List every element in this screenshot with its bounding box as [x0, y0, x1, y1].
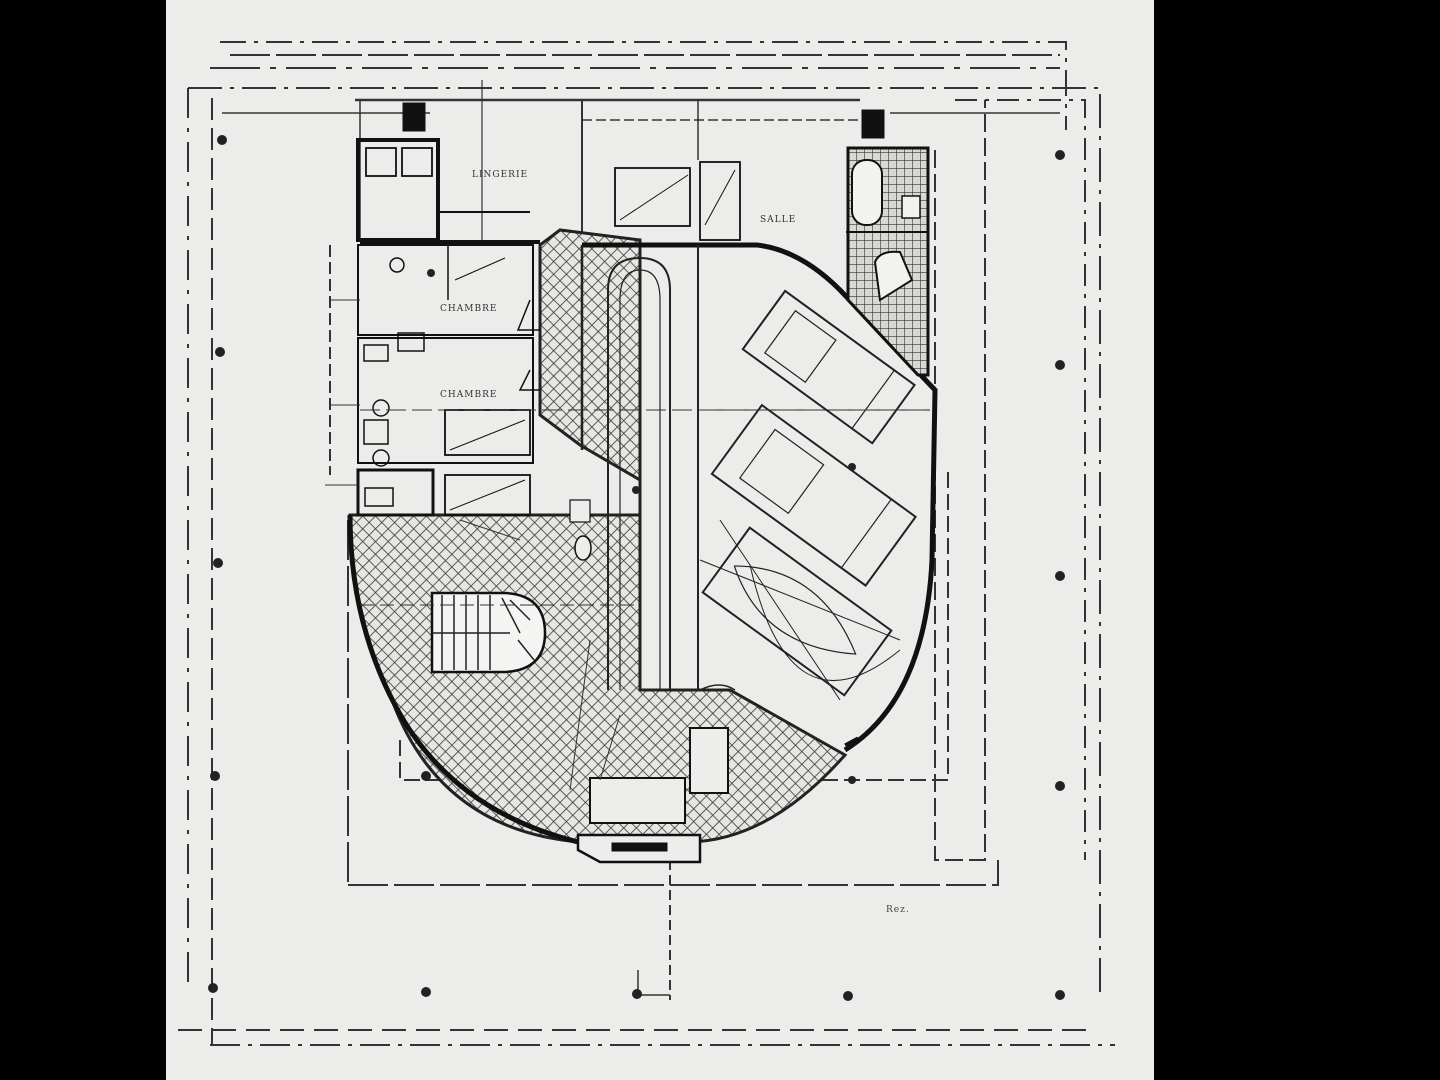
entrance-block: [569, 499, 859, 864]
room-label-salle: SALLE: [760, 215, 796, 225]
service-rooms: [356, 138, 540, 517]
upper-rooms: [402, 102, 885, 241]
staircase: [430, 591, 547, 674]
curved-facade-wall: [582, 242, 938, 753]
room-label-chambre-lower: CHAMBRE: [440, 390, 497, 400]
boundary-lines: [178, 41, 1115, 1046]
room-label-lingerie: LINGERIE: [472, 170, 528, 180]
bathroom-tiled: [846, 146, 930, 377]
ramp: [580, 245, 736, 691]
room-label-chambre-upper: CHAMBRE: [440, 304, 497, 314]
plan-scale-note: Rez.: [886, 905, 910, 915]
construction-lines: [325, 299, 930, 791]
